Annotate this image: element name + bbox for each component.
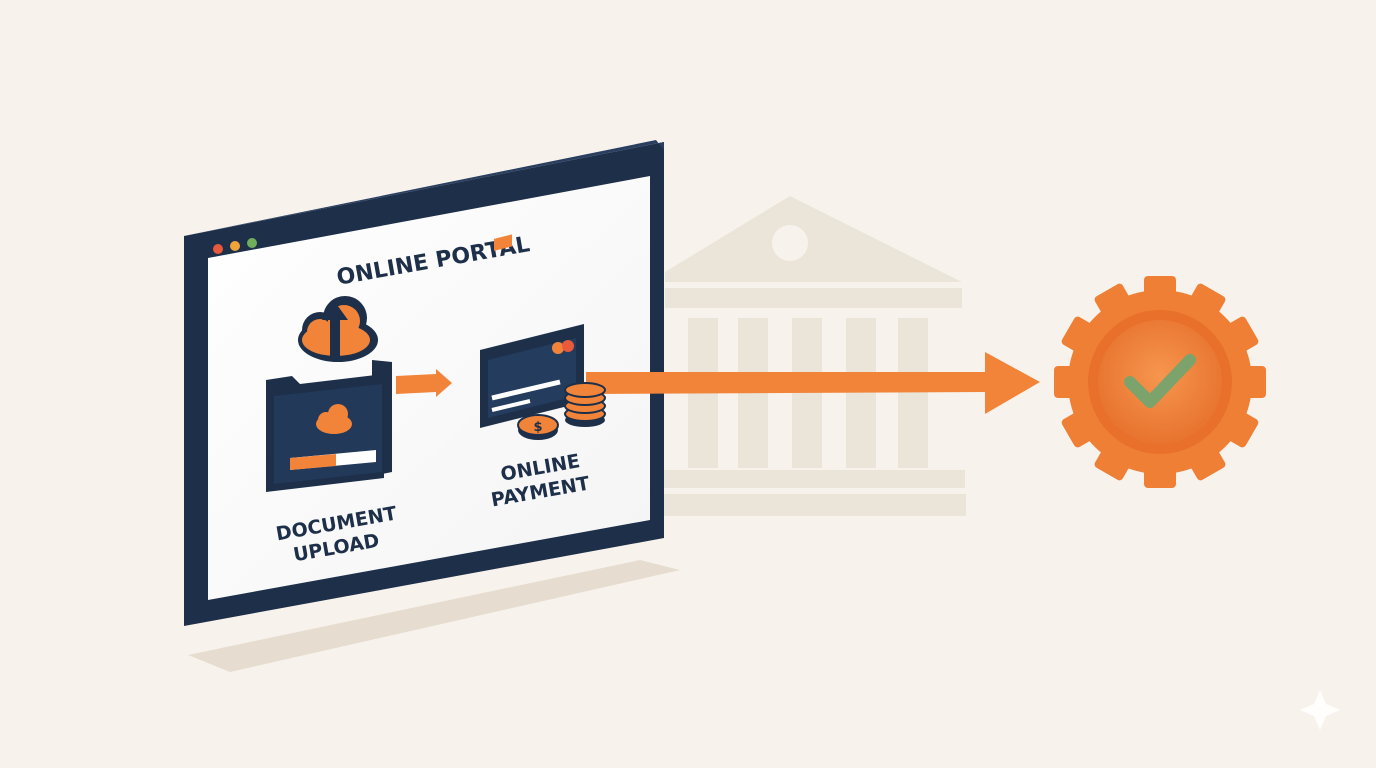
- window-minimize-dot[interactable]: [230, 241, 240, 251]
- credit-card-coins-icon: $: [480, 234, 606, 440]
- window-maximize-dot[interactable]: [247, 238, 257, 248]
- window-close-dot[interactable]: [213, 244, 223, 254]
- dollar-coin-icon: $: [517, 414, 559, 440]
- gear-checkmark-badge-icon: [1054, 276, 1266, 488]
- bank-building-icon: [648, 196, 966, 516]
- coin-stack-icon: [564, 382, 606, 427]
- sparkle-icon: [1300, 690, 1340, 730]
- cloud-upload-icon: [298, 296, 378, 362]
- monitor-shadow: [188, 560, 680, 672]
- folder-upload-icon: [266, 296, 392, 492]
- flow-arrow: [396, 352, 1040, 414]
- checkmark-icon: [1124, 354, 1196, 408]
- svg-text:$: $: [533, 420, 542, 435]
